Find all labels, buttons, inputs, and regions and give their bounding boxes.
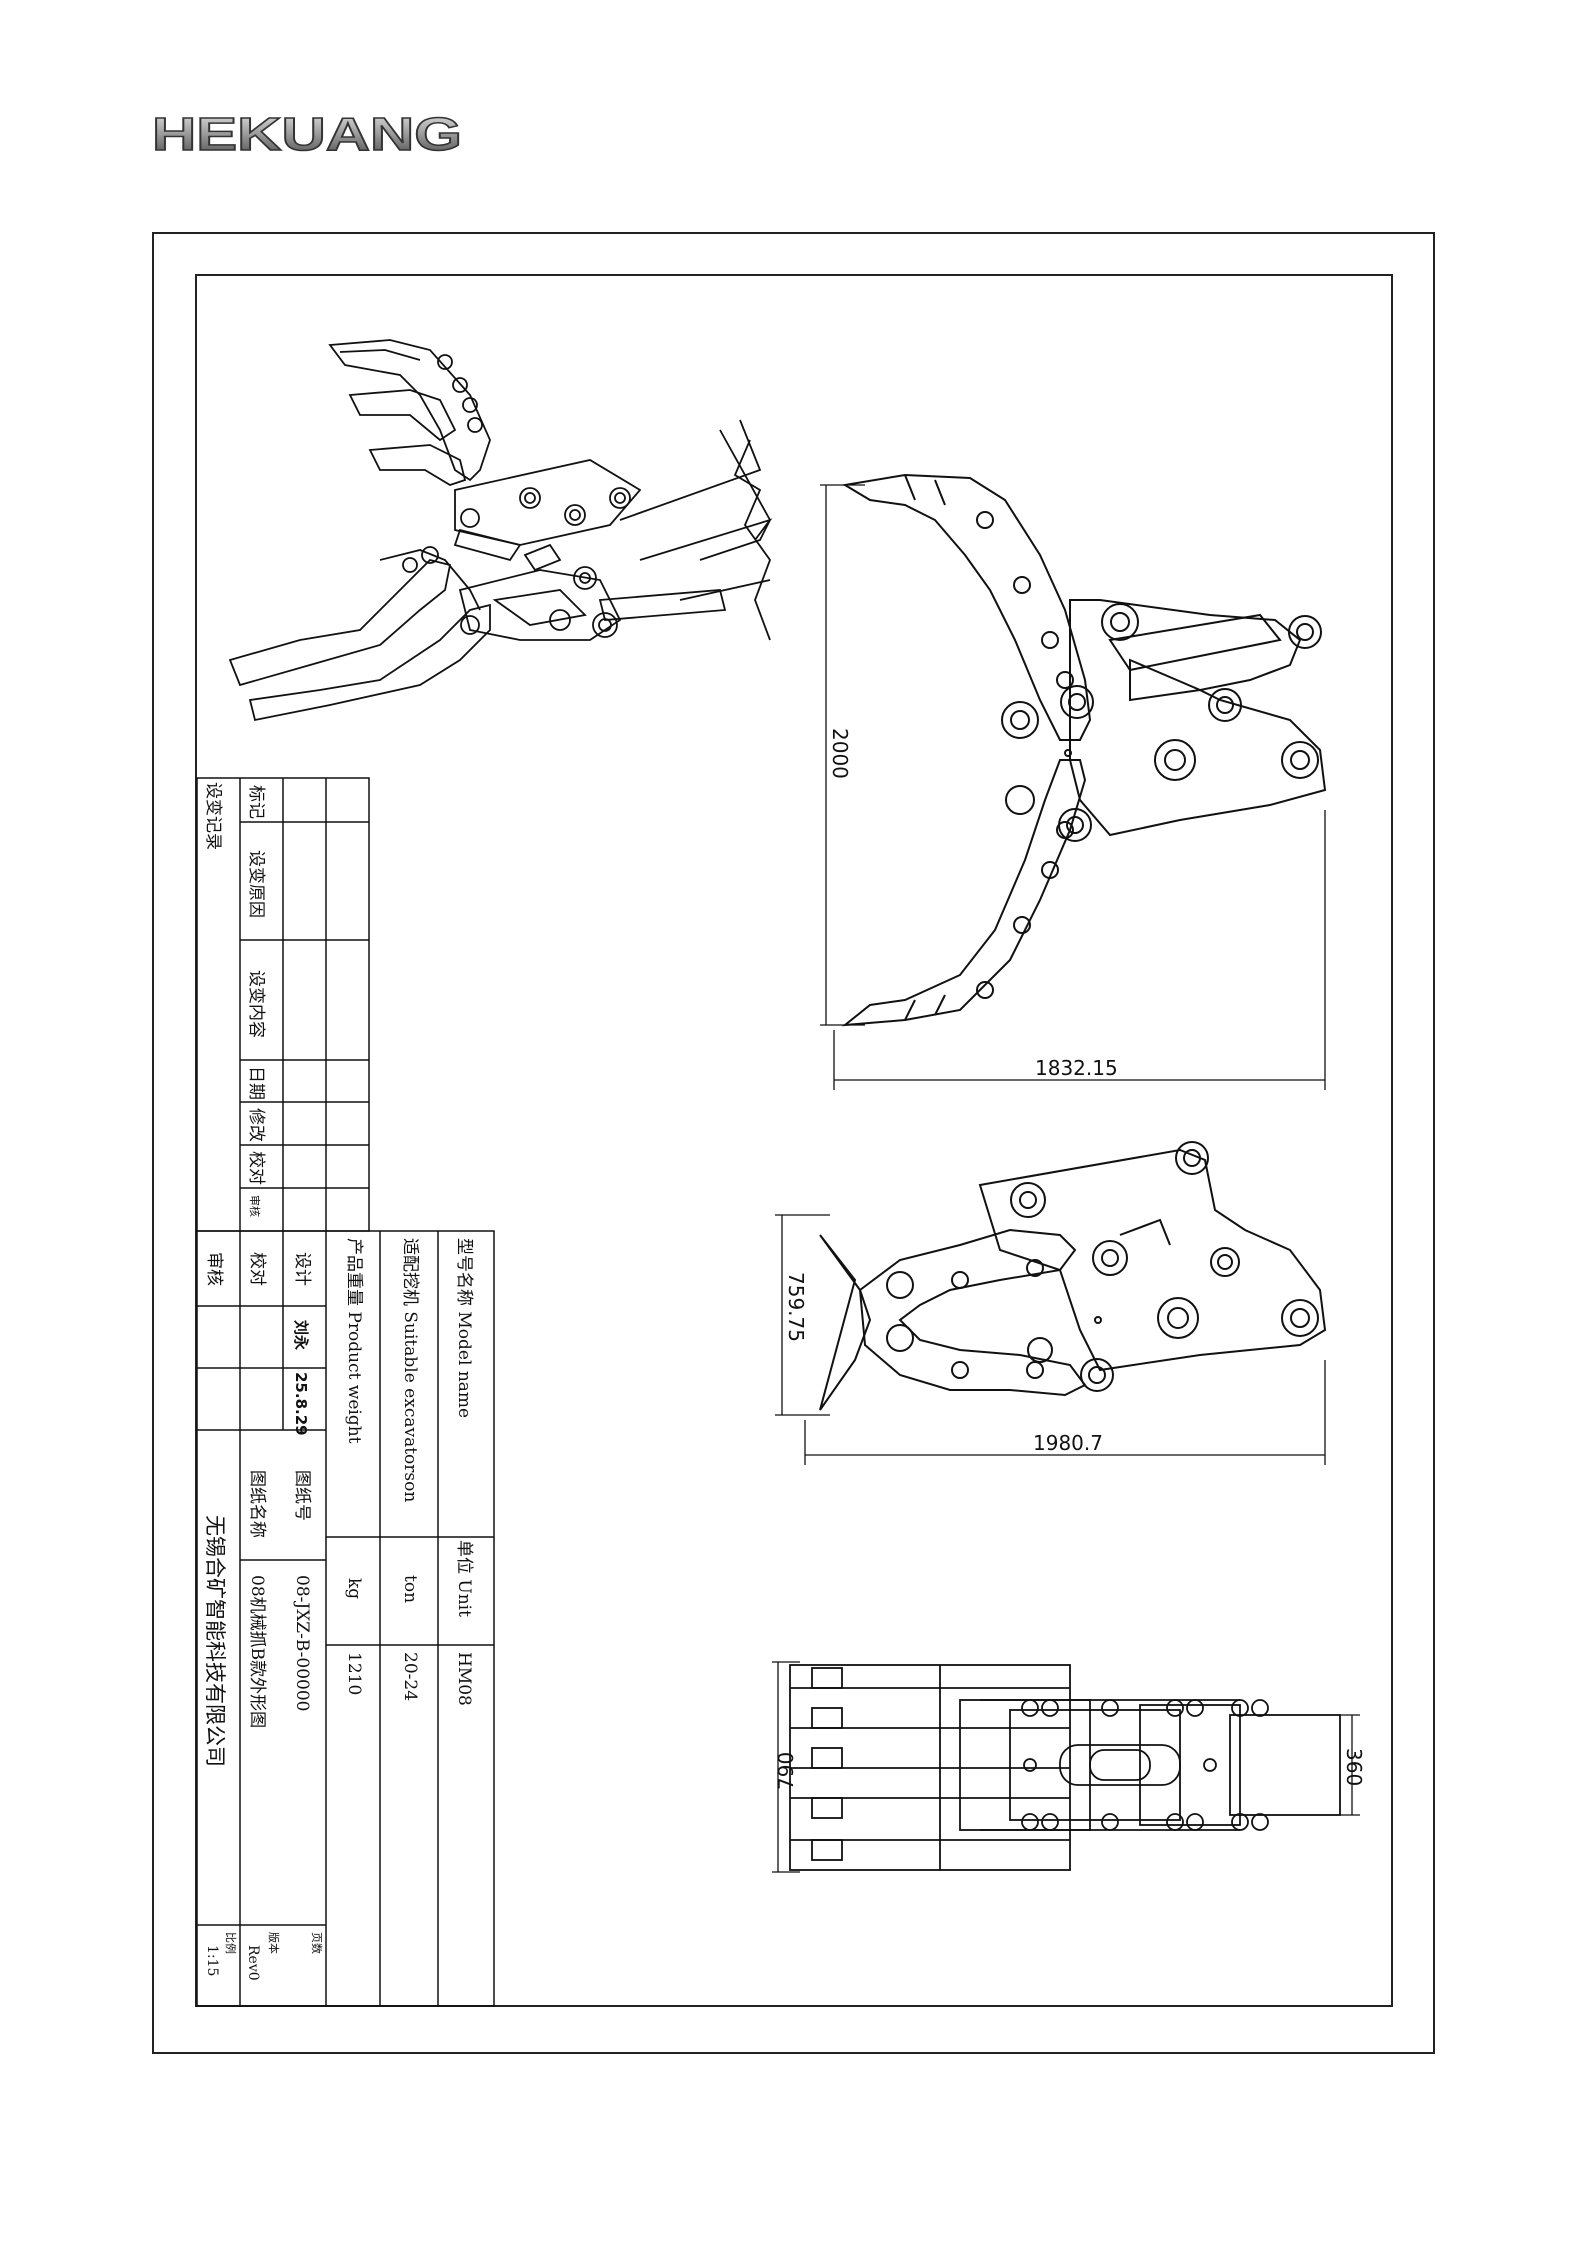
change-record-header-date: 日期	[246, 1066, 266, 1100]
scale-label: 比例	[224, 1932, 237, 1954]
change-record-header-reason: 设变原因	[246, 850, 266, 918]
unit-label: 单位 Unit	[454, 1540, 474, 1617]
pages-label: 页数	[310, 1932, 323, 1954]
excavator-value: 20-24	[400, 1652, 420, 1702]
drawing-no-label: 图纸号	[292, 1470, 312, 1521]
drawing-name: 08机械抓B款外形图	[247, 1575, 267, 1729]
dim-side-height: 2000	[828, 728, 852, 779]
weight-value: 1210	[344, 1652, 364, 1696]
dim-top-mount: 360	[1342, 1748, 1366, 1787]
weight-unit: kg	[344, 1578, 364, 1600]
drawing-outer-frame	[152, 232, 1435, 2054]
change-record-title: 设变记录	[203, 782, 223, 850]
drawing-inner-frame	[195, 274, 1393, 2007]
drawing-name-label: 图纸名称	[247, 1470, 267, 1538]
title-block-grid	[196, 777, 495, 2007]
dim-closed-width: 1980.7	[1033, 1431, 1103, 1455]
change-record-header-review: 审核	[248, 1195, 261, 1217]
version-label: 版本	[267, 1932, 280, 1954]
dim-side-width: 1832.15	[1035, 1056, 1118, 1080]
dim-closed-height: 759.75	[784, 1272, 808, 1342]
company-name: 无锡合矿智能科技有限公司	[203, 1515, 227, 1767]
side-view-closed	[775, 1141, 1327, 1465]
model-value: HM08	[454, 1652, 474, 1706]
hekuang-logo: HEKUANG	[151, 108, 463, 160]
logo-text: HEKUANG	[152, 108, 462, 160]
change-record-header-mark: 标记	[246, 785, 266, 819]
dim-top-width: 790	[774, 1751, 798, 1790]
check-label: 校对	[247, 1252, 267, 1286]
drawing-no: 08-JXZ-B-00000	[292, 1575, 312, 1712]
version-value: Rev0	[245, 1945, 261, 1981]
scale-value: 1:15	[204, 1945, 220, 1977]
change-record-header-check: 校对	[246, 1151, 266, 1185]
weight-label: 产品重量 Product weight	[344, 1238, 364, 1444]
review-label: 审核	[204, 1252, 224, 1286]
design-label: 设计	[292, 1252, 312, 1286]
design-date: 25.8.29	[292, 1372, 310, 1436]
change-record-header-content: 设变内容	[246, 970, 266, 1038]
design-signature: 刘永	[292, 1320, 310, 1351]
change-record-header-modify: 修改	[246, 1108, 266, 1142]
top-view	[772, 1661, 1360, 1873]
excavator-unit: ton	[400, 1575, 420, 1604]
isometric-view	[228, 339, 773, 722]
model-label: 型号名称 Model name	[454, 1238, 474, 1419]
side-view-open	[820, 473, 1327, 1090]
excavator-label: 适配挖机 Suitable excavatorson	[400, 1238, 420, 1503]
